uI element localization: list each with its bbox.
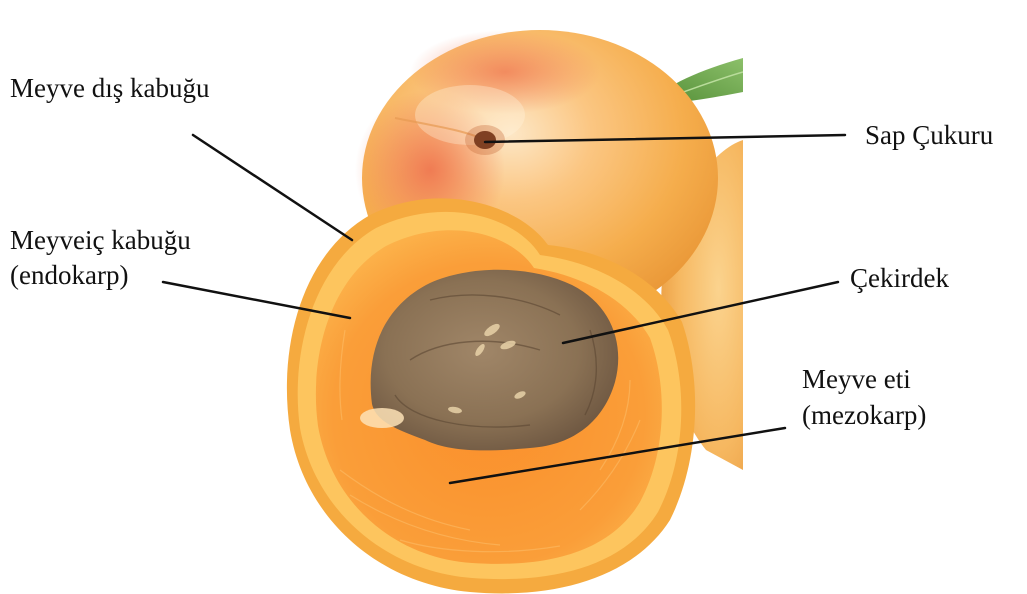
label-mesocarp-line1: Meyve eti [802, 361, 911, 398]
label-mesocarp-line2: (mezokarp) [802, 397, 926, 434]
label-outer-skin: Meyve dış kabuğu [10, 70, 209, 107]
label-endocarp-line2: (endokarp) [10, 257, 128, 294]
label-seed: Çekirdek [850, 260, 949, 297]
label-stem-pit: Sap Çukuru [865, 117, 993, 154]
label-endocarp-line1: Meyveiç kabuğu [10, 222, 191, 259]
